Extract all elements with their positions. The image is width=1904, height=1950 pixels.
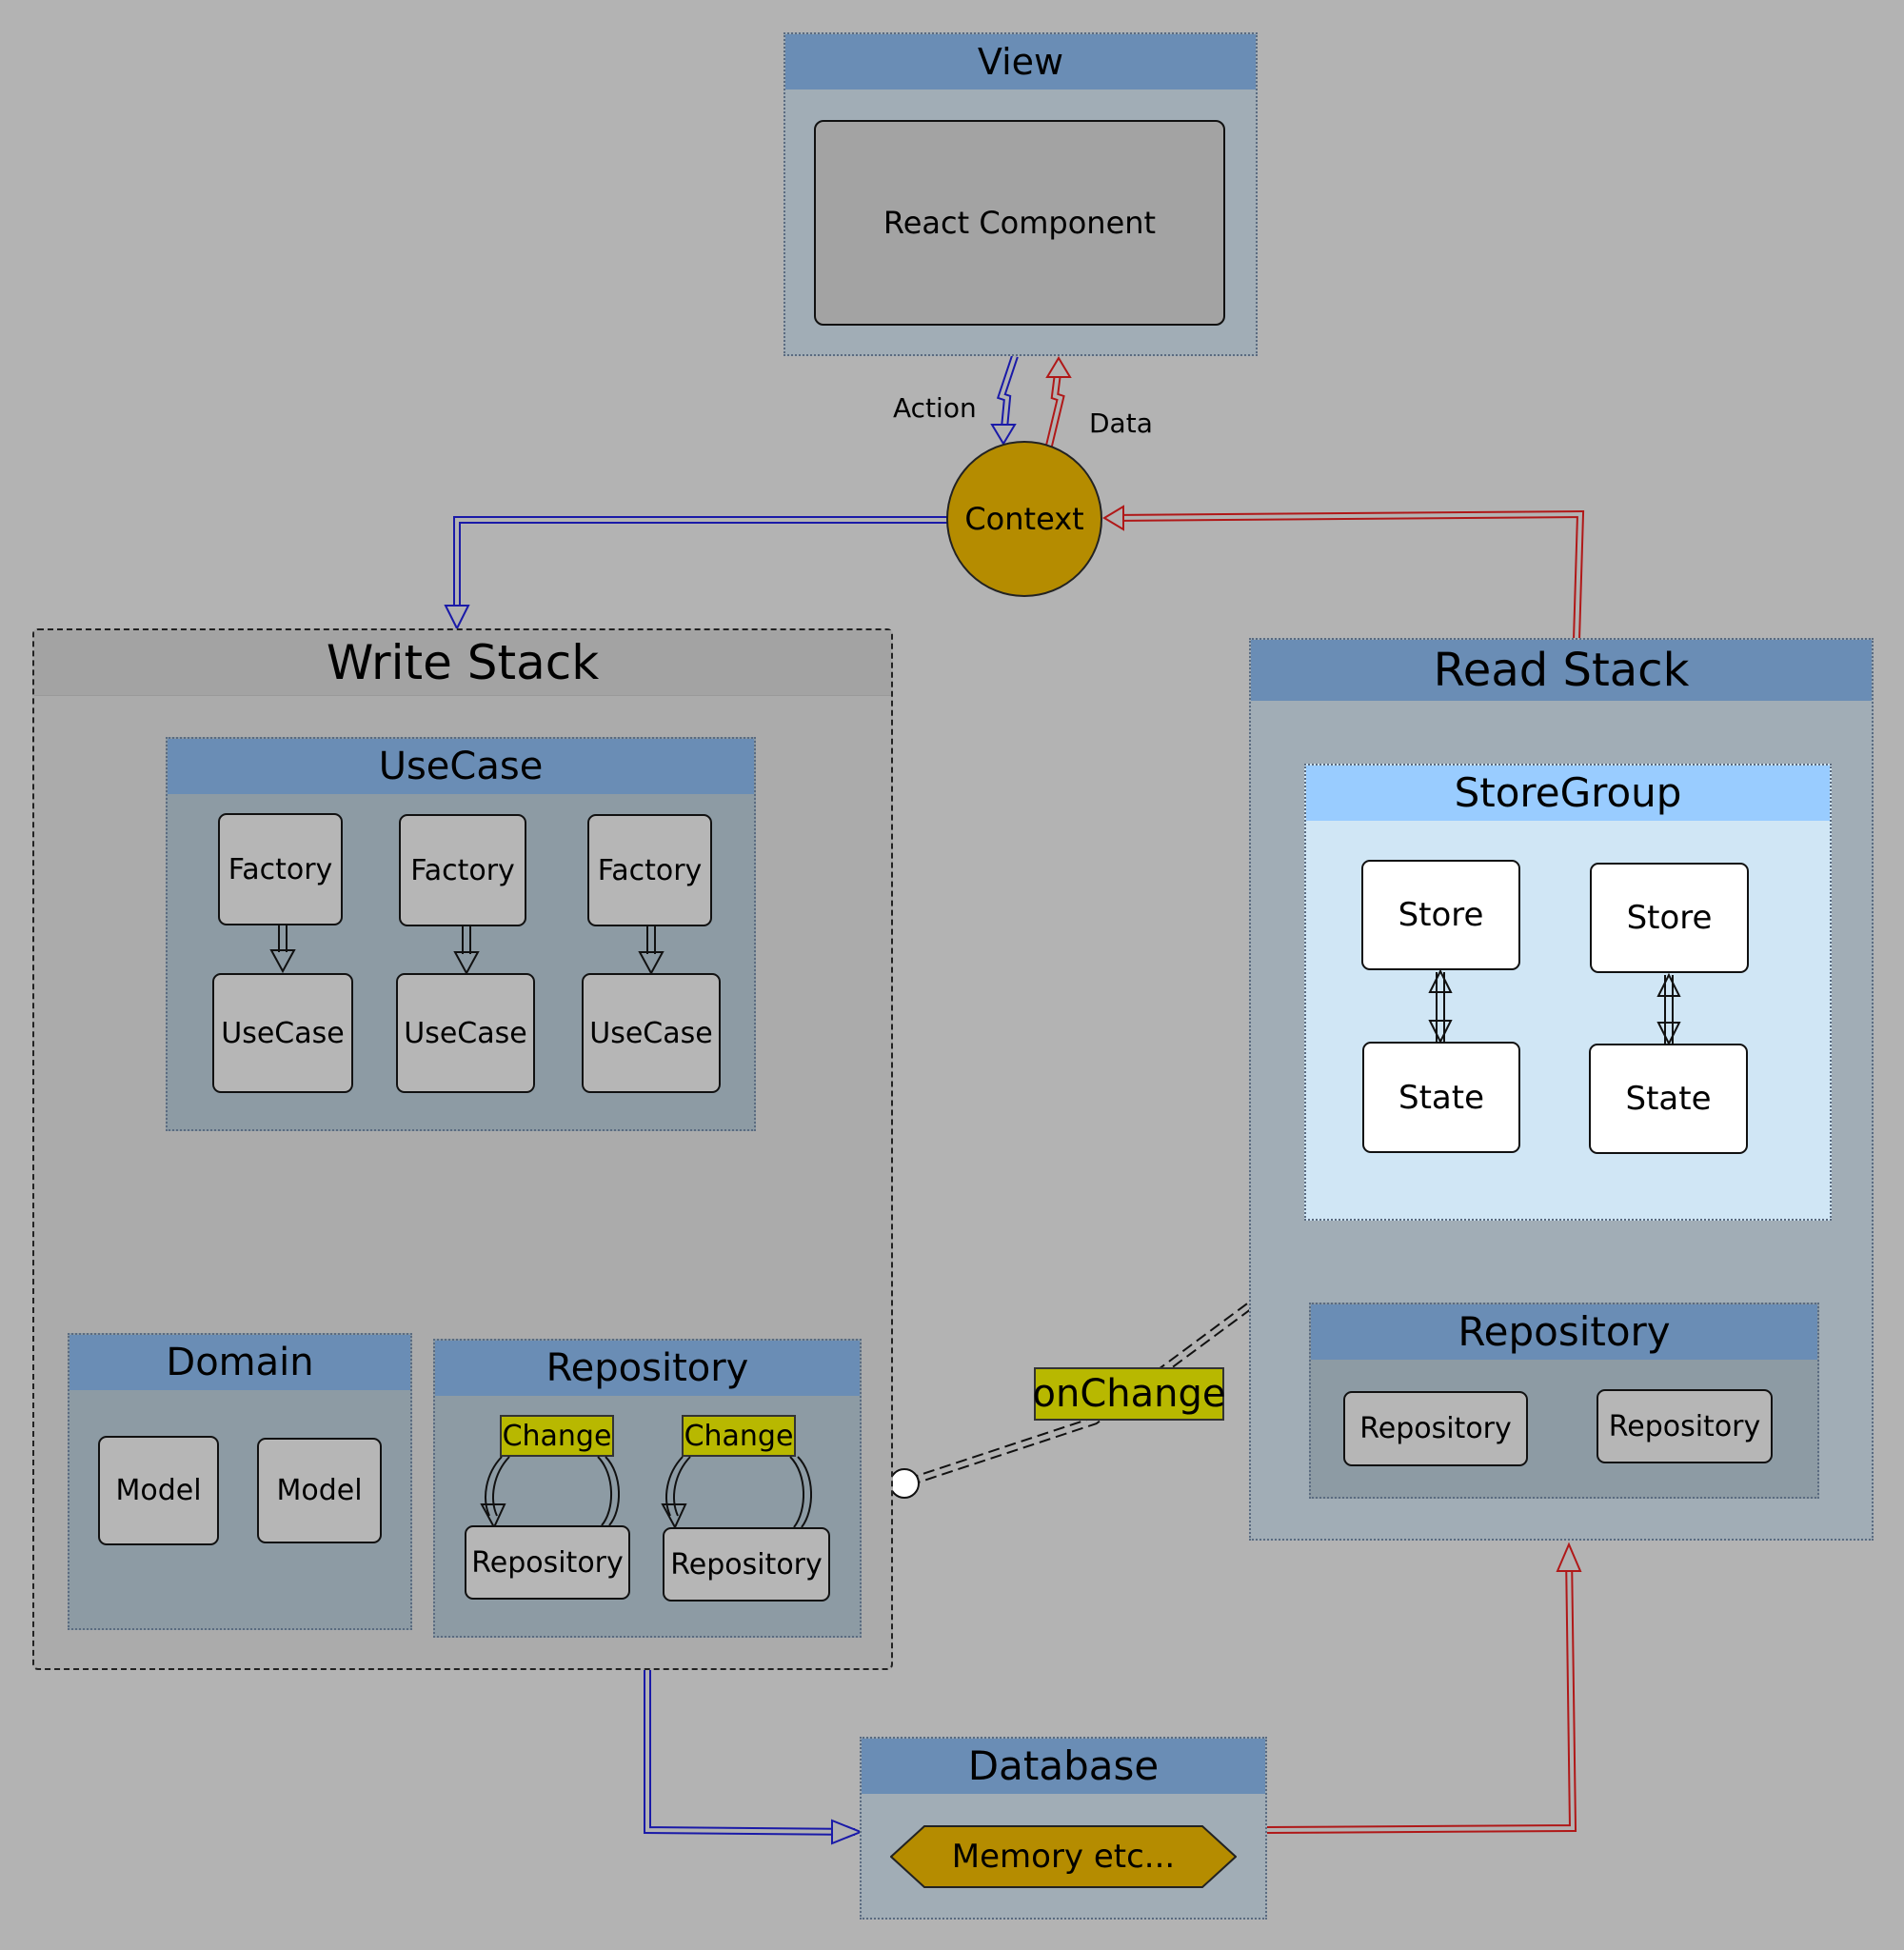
store-label: Store (1398, 896, 1484, 934)
factory-box[interactable]: Factory (587, 814, 712, 926)
store-box[interactable]: Store (1590, 863, 1749, 973)
state-label: State (1625, 1080, 1712, 1118)
change-tag: Change (682, 1415, 796, 1457)
read-repository-box[interactable]: Repository (1343, 1391, 1528, 1466)
react-component-box[interactable]: React Component (814, 120, 1225, 326)
write-repository-box[interactable]: Repository (663, 1527, 830, 1602)
view-title: View (785, 34, 1256, 90)
on-change-label: onChange (1032, 1372, 1226, 1416)
factory-label: Factory (228, 852, 333, 886)
data-arrow (1045, 356, 1072, 447)
database-to-read-stack-arrow (1265, 1542, 1582, 1834)
factory-box[interactable]: Factory (218, 813, 343, 925)
read-repository-label: Repository (1359, 1412, 1512, 1445)
context-node[interactable]: Context (946, 441, 1102, 597)
write-stack-header: Write Stack (34, 630, 891, 696)
state-box[interactable]: State (1362, 1042, 1520, 1153)
on-change-tag: onChange (1032, 1367, 1226, 1421)
change-label: Change (684, 1419, 794, 1453)
context-to-write-stack-arrow (444, 516, 948, 631)
change-label: Change (502, 1419, 612, 1453)
write-repository-label: Repository (471, 1545, 624, 1580)
on-change-link (854, 1303, 1252, 1507)
read-stack-to-context-arrow (1102, 505, 1585, 641)
factory-label: Factory (597, 853, 703, 887)
model-box[interactable]: Model (257, 1438, 382, 1543)
action-arrow (990, 354, 1019, 446)
action-label: Action (893, 392, 977, 424)
model-label: Model (115, 1474, 202, 1507)
usecase-box[interactable]: UseCase (212, 973, 353, 1093)
usecase-title: UseCase (168, 739, 754, 794)
hexagon-icon (890, 1825, 1237, 1888)
read-repository-box[interactable]: Repository (1597, 1389, 1773, 1463)
data-label: Data (1089, 408, 1153, 439)
store-group-title: StoreGroup (1306, 766, 1830, 821)
usecase-label: UseCase (221, 1016, 345, 1050)
model-label: Model (276, 1474, 363, 1507)
usecase-label: UseCase (589, 1016, 713, 1050)
write-stack-title: Write Stack (326, 635, 600, 690)
change-tag: Change (500, 1415, 614, 1457)
usecase-label: UseCase (404, 1016, 527, 1050)
memory-storage-label: Memory etc... (951, 1838, 1176, 1876)
write-repository-box[interactable]: Repository (465, 1525, 630, 1600)
state-box[interactable]: State (1589, 1044, 1748, 1154)
store-label: Store (1626, 899, 1713, 937)
factory-box[interactable]: Factory (399, 814, 526, 926)
usecase-box[interactable]: UseCase (582, 973, 721, 1093)
usecase-box[interactable]: UseCase (396, 973, 535, 1093)
domain-title: Domain (69, 1335, 410, 1390)
database-title: Database (862, 1739, 1265, 1794)
store-box[interactable]: Store (1361, 860, 1520, 970)
write-repository-title: Repository (435, 1341, 860, 1396)
context-label: Context (964, 501, 1084, 537)
write-repository-label: Repository (670, 1547, 823, 1582)
repository-to-database-arrow (644, 1638, 863, 1845)
view-panel: View React Component (783, 32, 1258, 356)
state-label: State (1398, 1078, 1484, 1117)
react-component-label: React Component (883, 205, 1157, 241)
read-repository-title: Repository (1311, 1304, 1817, 1360)
factory-label: Factory (410, 853, 515, 887)
read-repository-label: Repository (1608, 1409, 1761, 1443)
memory-storage-node[interactable]: Memory etc... (890, 1825, 1237, 1888)
model-box[interactable]: Model (98, 1436, 219, 1545)
read-stack-title: Read Stack (1251, 640, 1872, 701)
